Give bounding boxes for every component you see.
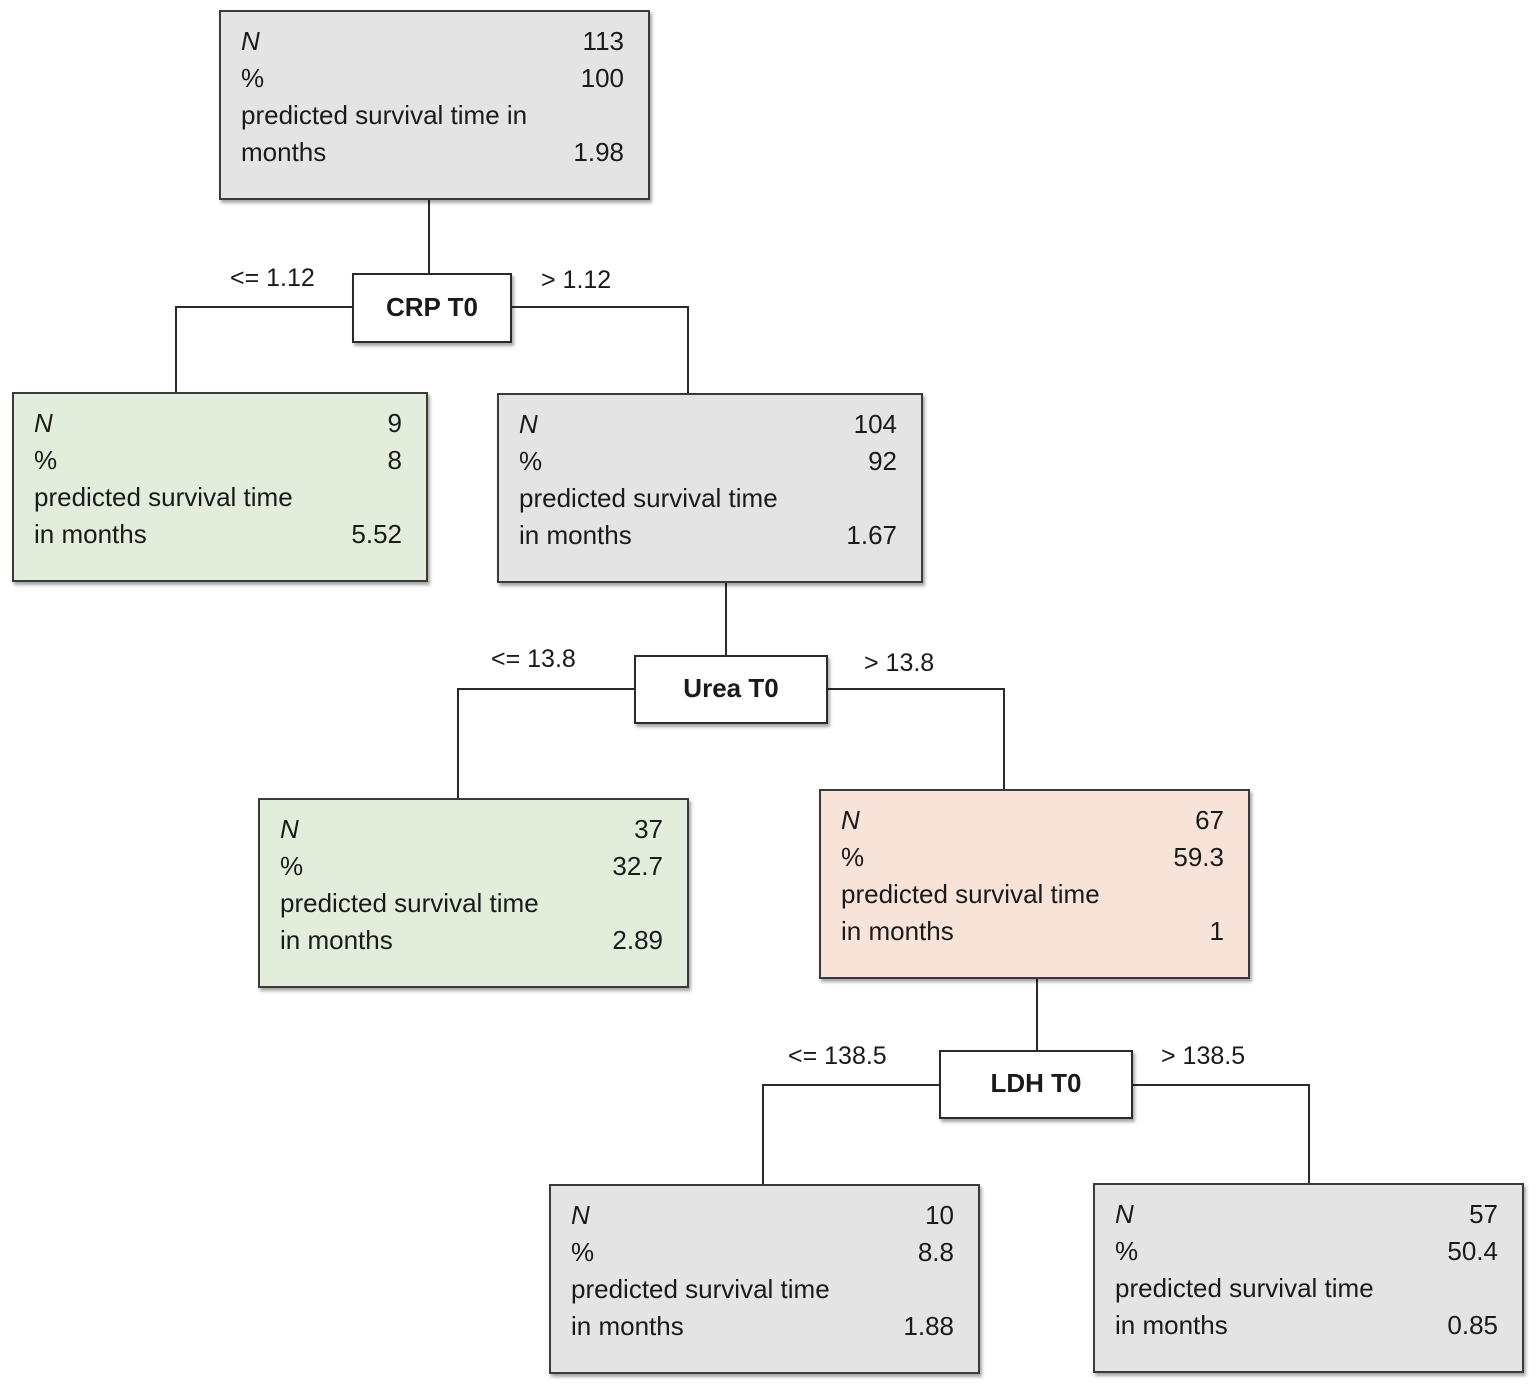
time-label-row: predicted survival time (841, 879, 1100, 909)
percent-row: %100 (241, 63, 624, 93)
time-label-row: predicted survival time (519, 483, 778, 513)
percent-row: %32.7 (280, 851, 663, 881)
edge-ldh-right (1132, 1084, 1310, 1183)
edge-crp-right (511, 306, 689, 393)
edge-crp-left (175, 306, 352, 392)
split-urea: Urea T0 (634, 655, 828, 724)
percent-row: %59.3 (841, 842, 1224, 872)
time-label-row: predicted survival time (34, 482, 293, 512)
split-crp-right-condition: > 1.12 (541, 266, 612, 294)
percent-row: %8 (34, 445, 402, 475)
time-label-row: predicted survival time (1115, 1273, 1374, 1303)
edge-urea-left (457, 688, 634, 798)
split-urea-left-condition: <= 13.8 (491, 645, 576, 673)
split-crp: CRP T0 (352, 273, 512, 343)
percent-row: %8.8 (571, 1237, 954, 1267)
split-urea-right-condition: > 13.8 (864, 649, 935, 677)
split-crp-left-condition: <= 1.12 (230, 264, 315, 292)
time-label-row: predicted survival time (280, 888, 539, 918)
edge-urea-right (827, 688, 1005, 789)
edge-ldh-left (762, 1084, 939, 1184)
split-ldh-left-condition: <= 138.5 (788, 1042, 887, 1070)
time-label-row: predicted survival time in (241, 100, 528, 130)
time-label-row: predicted survival time (571, 1274, 830, 1304)
split-ldh: LDH T0 (939, 1050, 1133, 1119)
percent-row: %50.4 (1115, 1236, 1498, 1266)
split-ldh-right-condition: > 138.5 (1161, 1042, 1246, 1070)
percent-row: %92 (519, 446, 897, 476)
